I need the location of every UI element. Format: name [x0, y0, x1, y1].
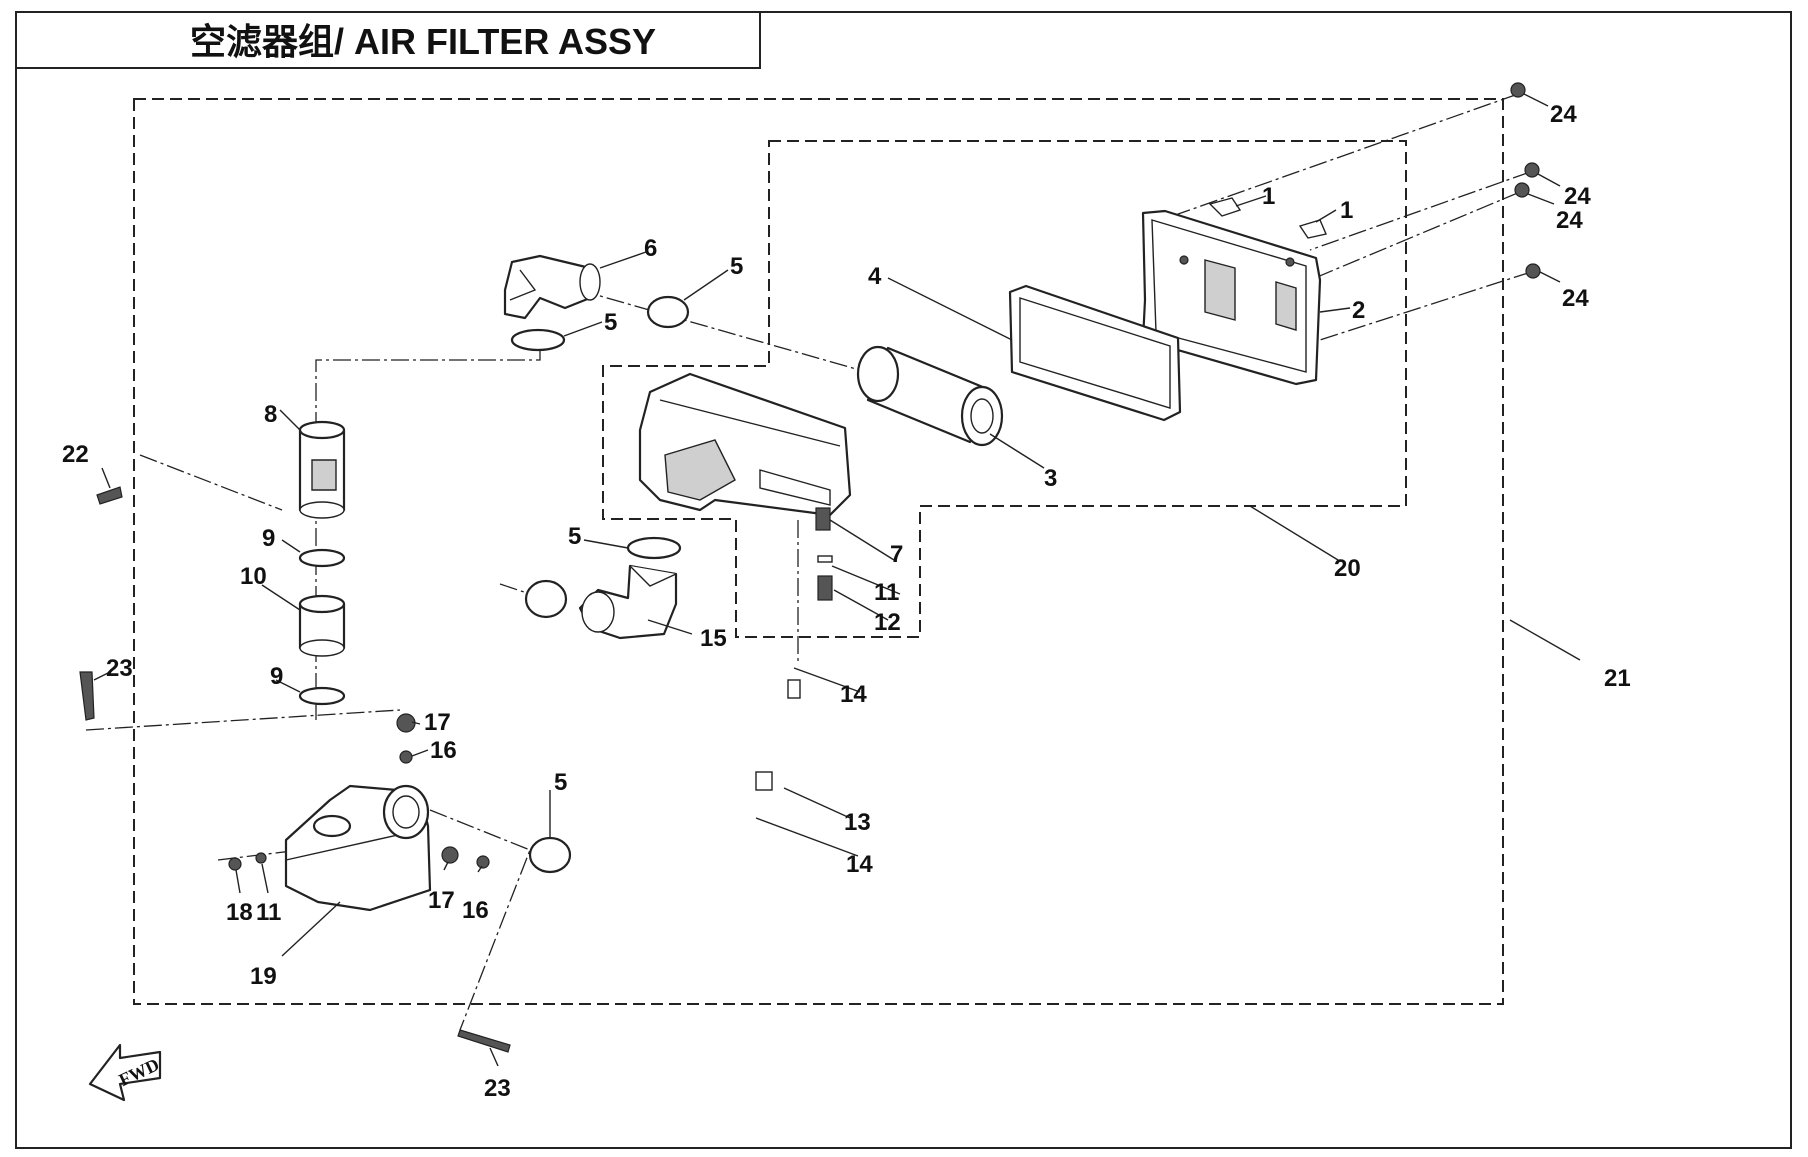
- part-filter-element: [856, 345, 1004, 447]
- callout-1a: 1: [1262, 183, 1275, 210]
- callout-9a: 9: [262, 525, 275, 552]
- part-airbox-body: [638, 372, 852, 531]
- callout-20: 20: [1334, 555, 1361, 582]
- callout-23b: 23: [484, 1075, 511, 1102]
- callout-21: 21: [1604, 665, 1631, 692]
- callout-5a: 5: [730, 253, 743, 280]
- fwd-arrow-icon: FWD: [88, 1043, 162, 1102]
- part-clips: [1208, 197, 1327, 239]
- callout-16a: 16: [430, 737, 457, 764]
- part-clamp-9b: [298, 548, 346, 568]
- callout-6: 6: [644, 235, 657, 262]
- callout-5d: 5: [554, 769, 567, 796]
- title-box: 空滤器组/ AIR FILTER ASSY: [16, 11, 761, 69]
- assembly-21-boundary: [133, 98, 1504, 1005]
- callout-16b: 16: [462, 897, 489, 924]
- callout-3: 3: [1044, 465, 1057, 492]
- page-frame: [15, 11, 1792, 1149]
- callout-10: 10: [240, 563, 267, 590]
- callout-22: 22: [62, 441, 89, 468]
- callout-17b: 17: [428, 887, 455, 914]
- callout-2: 2: [1352, 297, 1365, 324]
- callout-15: 15: [700, 625, 727, 652]
- part-clamp-9c: [298, 686, 346, 706]
- callout-5b: 5: [604, 309, 617, 336]
- part-clamp-9a: [524, 579, 568, 619]
- callout-14b: 14: [846, 851, 873, 878]
- leader-lines: [93, 93, 1581, 1067]
- callout-8: 8: [264, 401, 277, 428]
- callout-18: 18: [226, 899, 253, 926]
- callout-13: 13: [844, 809, 871, 836]
- part-intake-elbow: [503, 254, 601, 320]
- part-airbox-cover: [1141, 209, 1322, 386]
- callout-9b: 9: [270, 663, 283, 690]
- part-drain-tube: [733, 679, 801, 792]
- callout-11a: 11: [874, 579, 899, 606]
- callout-24c: 24: [1556, 207, 1583, 234]
- part-clamps: [510, 295, 690, 874]
- diagram-title: 空滤器组/ AIR FILTER ASSY: [190, 21, 656, 62]
- part-coupler-10: [298, 594, 346, 657]
- callout-17a: 17: [424, 709, 451, 736]
- callout-11b: 11: [256, 899, 281, 926]
- part-gasket: [1008, 284, 1182, 422]
- callout-24d: 24: [1562, 285, 1589, 312]
- callout-23a: 23: [106, 655, 133, 682]
- callout-7: 7: [890, 541, 903, 568]
- callout-12: 12: [874, 609, 901, 636]
- part-coupler-8: [298, 420, 346, 519]
- callout-1b: 1: [1340, 197, 1353, 224]
- part-rubber-boot: [578, 564, 678, 640]
- callout-4: 4: [868, 263, 882, 290]
- part-small-hardware: [79, 82, 1541, 1053]
- callout-14a: 14: [840, 681, 867, 708]
- callout-5c: 5: [568, 523, 581, 550]
- callout-24a: 24: [1550, 101, 1577, 128]
- callout-19: 19: [250, 963, 277, 990]
- callout-labels: 1 1 2 3 4 5 5 5 5 6 7 8 9 9 10 11 11 12 …: [62, 101, 1631, 1102]
- assembly-20-boundary: [602, 140, 1407, 638]
- part-resonator: [284, 784, 432, 912]
- callout-24b: 24: [1564, 183, 1591, 210]
